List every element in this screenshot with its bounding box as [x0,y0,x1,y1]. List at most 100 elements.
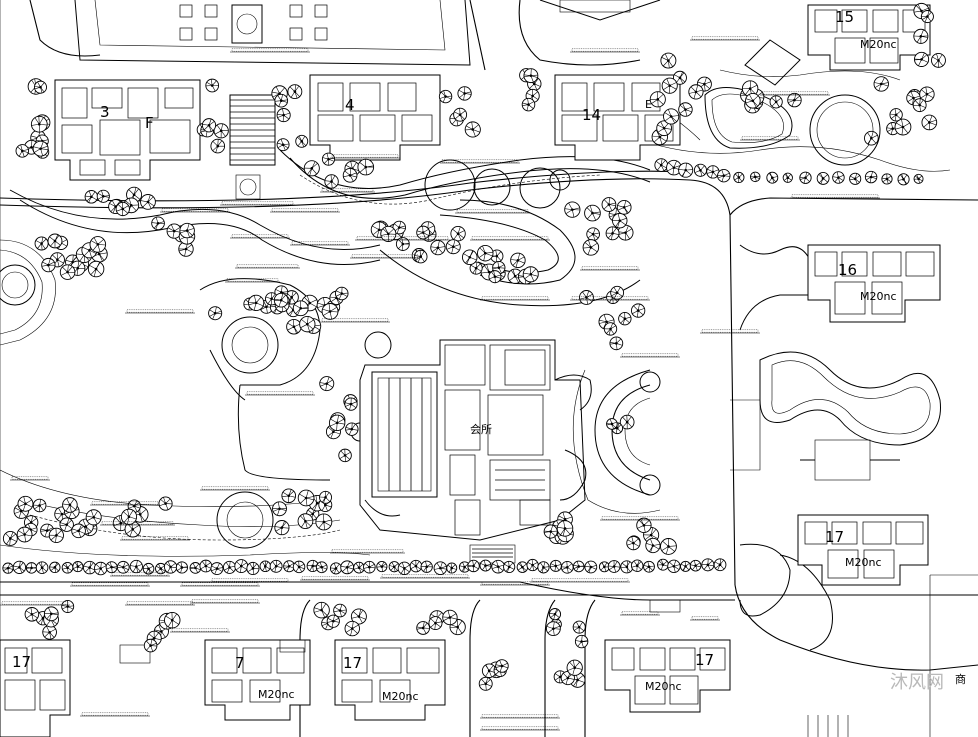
tree-symbol [416,225,430,240]
tree-symbol [549,559,562,572]
tree-symbol [350,608,367,625]
tree-symbol [416,621,430,635]
tree-symbol [272,501,287,517]
building-number: 3 [100,103,110,121]
annotation-leader [160,208,230,213]
tree-symbol [787,92,802,108]
tree-symbol [324,174,339,189]
tree-symbol [357,158,375,176]
tree-symbol [42,624,57,640]
tree-symbol [201,118,217,133]
tree-symbol [510,252,526,269]
building-17-center: 17 M20nc [334,639,446,721]
tree-symbol [115,201,130,217]
tree-symbol [329,562,343,575]
tree-symbol [543,524,558,539]
tree-symbol [158,496,173,511]
annotation-leader [170,628,230,633]
tree-symbol [409,559,423,573]
annotation-leader [600,516,680,521]
annotation-leader [380,574,470,579]
tree-symbol [566,659,583,676]
tree-symbol [666,159,682,176]
tree-symbol [603,322,618,336]
tree-symbol [678,102,693,117]
building-17-east: 17 M20nc [797,514,929,586]
annotation-leader [570,48,640,53]
tree-symbol [326,614,340,628]
tree-symbol [344,397,358,411]
annotation-leader [125,601,195,606]
tree-symbol [246,561,260,575]
tree-symbol [649,91,666,108]
tree-symbol [420,560,433,573]
central-steps [229,94,276,200]
tree-symbol [2,531,18,546]
tree-symbol [663,108,680,125]
tree-symbol [433,561,448,575]
tree-symbol [657,558,669,571]
tree-symbol [750,171,761,183]
tree-symbol [292,560,306,574]
tree-symbol [477,245,494,262]
annotation-leader [320,188,375,193]
building-code: M20nc [860,290,897,303]
tree-symbol [105,561,118,574]
tree-symbol [453,107,468,122]
tree-symbol [537,561,550,574]
tree-symbol [873,76,889,92]
tree-symbol [912,98,927,113]
tree-symbol [526,558,539,572]
tree-symbol [521,97,536,112]
tree-symbol [913,173,924,184]
tree-symbol [47,233,63,249]
tree-symbol [610,285,625,300]
tree-symbol [636,517,652,533]
annotation-leader [230,48,310,53]
tree-symbol [572,620,586,634]
tree-symbol [491,559,505,574]
tree-symbol [89,236,107,253]
tree-symbol [87,260,105,278]
tree-symbol [295,134,309,148]
tree-symbol [140,194,156,210]
tree-symbol [919,86,935,102]
annotation-leader [480,714,560,719]
tree-symbol [24,607,40,622]
tree-symbol [345,422,359,436]
tree-symbol [445,239,461,255]
annotation-leader [350,254,420,259]
tree-symbol [376,561,388,573]
tree-symbol [274,93,289,108]
tree-symbol [913,28,929,44]
tree-symbol [297,513,314,530]
tree-symbol [315,513,333,531]
annotation-leader [225,278,280,283]
tree-symbol [210,562,224,576]
building-16: 16 M20nc [807,244,941,323]
tree-symbol [34,236,49,251]
tree-symbol [85,509,102,526]
tree-symbol [283,560,296,573]
tree-symbol [605,226,620,241]
tree-symbol [584,204,601,222]
tree-symbol [321,303,339,320]
tree-symbol [276,138,290,152]
clubhouse-label: 会所 [470,423,492,436]
tree-symbol [478,676,493,691]
tree-symbol [71,523,86,539]
tree-symbol [213,123,229,139]
tree-symbol [151,216,165,231]
tree-symbol [609,336,624,351]
annotation-leader [355,236,450,241]
tree-symbol [340,560,355,575]
annotation-leader [700,329,760,334]
tree-symbol [564,201,581,218]
tree-symbol [832,171,845,184]
tree-symbol [395,237,410,251]
annotation-leader [570,296,650,301]
tree-symbol [713,558,727,572]
tree-symbol [574,634,589,649]
tree-symbol [199,559,213,573]
tree-symbol [16,526,33,543]
